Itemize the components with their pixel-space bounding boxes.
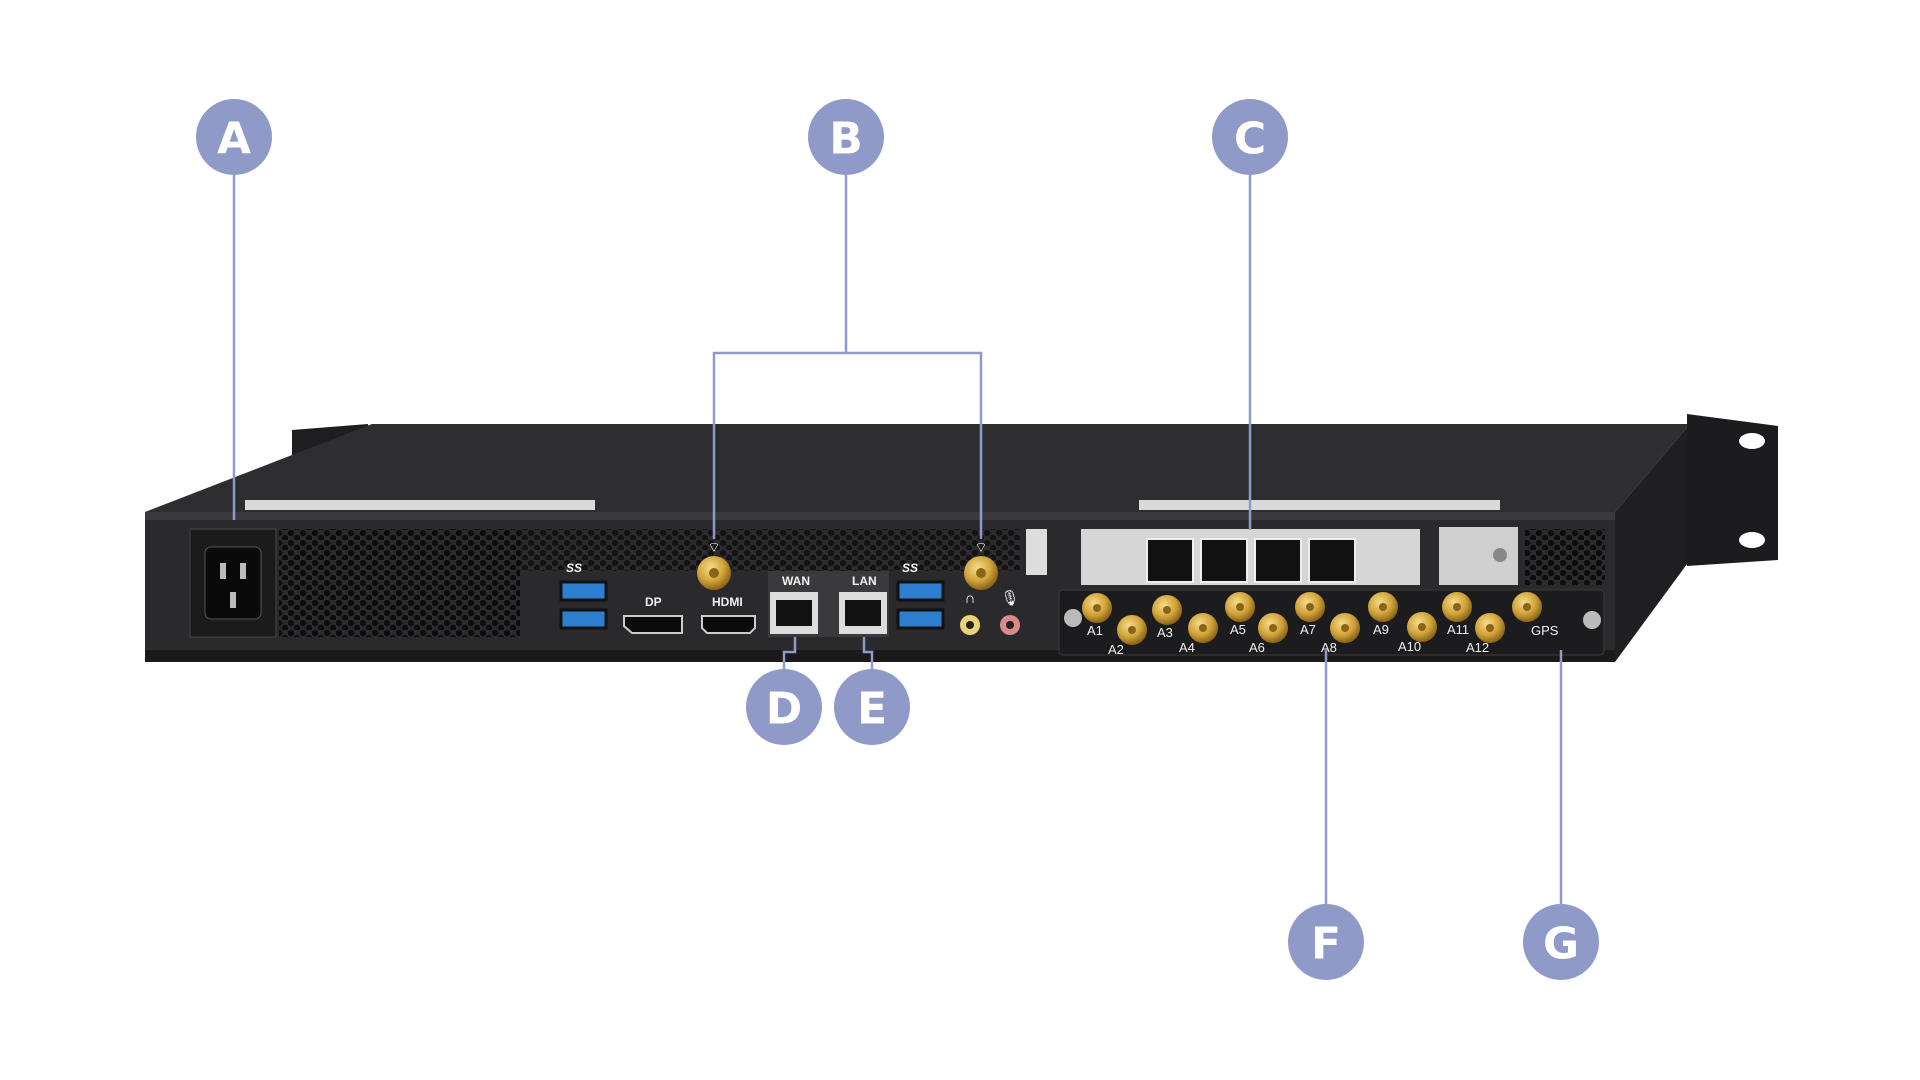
usb-port[interactable] [559,580,608,602]
antenna-connector[interactable]: A5 [1225,592,1255,637]
antenna-label: A9 [1373,622,1389,637]
lan-port-3[interactable] [1254,538,1302,583]
dp-label: DP [645,595,662,609]
usb-port[interactable] [559,608,608,630]
wifi-antenna-1[interactable]: ⌔ [697,539,731,590]
hdmi-port[interactable] [701,615,756,634]
right-rack-ear [1687,414,1778,566]
antenna-label: A7 [1300,622,1316,637]
headphone-icon: ∩ [965,590,976,607]
svg-text:E: E [857,684,887,735]
svg-text:A: A [217,114,251,165]
callout-d: D [746,669,822,745]
antenna-label: A2 [1108,642,1124,657]
antenna-label: A5 [1230,622,1246,637]
antenna-label: A4 [1179,640,1195,655]
antenna-label: A8 [1321,640,1337,655]
svg-text:B: B [829,114,863,165]
usb-port[interactable] [896,608,945,630]
svg-text:F: F [1311,919,1341,970]
antenna-connector[interactable]: A9 [1368,592,1398,637]
callout-a: A [196,99,272,175]
antenna-label: A6 [1249,640,1265,655]
wan-label: WAN [782,574,810,588]
usb-left-logo: SS [566,561,582,575]
antenna-connector[interactable]: A12 [1466,613,1505,655]
antenna-connector[interactable]: A6 [1249,613,1288,655]
antenna-label: A11 [1447,622,1469,637]
antenna-connector[interactable]: A11 [1442,592,1472,637]
svg-text:C: C [1234,114,1266,165]
antenna-label: A1 [1087,623,1103,638]
wifi-icon: ⌔ [974,539,987,555]
antenna-label: A3 [1157,625,1173,640]
lan-port-2[interactable] [1200,538,1248,583]
usb-right-logo: SS [902,561,918,575]
antenna-label: GPS [1531,623,1559,638]
svg-text:G: G [1543,919,1579,970]
callout-f: F [1288,904,1364,980]
antenna-connector[interactable]: A4 [1179,613,1218,655]
leader-lines [232,175,1563,904]
callout-c: C [1212,99,1288,175]
antenna-connector[interactable]: A2 [1108,615,1147,657]
lan-label: LAN [852,574,877,588]
top-sticker-left [245,500,595,510]
callout-b: B [808,99,884,175]
callout-e: E [834,669,910,745]
antenna-connector[interactable]: GPS [1512,592,1559,638]
vent-grille-center [520,529,1020,571]
antenna-connector[interactable]: A7 [1295,592,1325,637]
antenna-connector[interactable]: A10 [1398,612,1437,654]
chassis-top [145,424,1690,512]
chassis-right-side [1615,424,1690,662]
hdmi-label: HDMI [712,595,743,609]
microphone-icon: 🎙 [1000,590,1019,607]
usb-port[interactable] [896,580,945,602]
screw-icon [1583,611,1601,629]
lan-port-4[interactable] [1308,538,1356,583]
expansion-card [1026,527,1605,585]
callout-g: G [1523,904,1599,980]
antenna-label: A12 [1466,640,1489,655]
displayport-port[interactable] [623,615,683,634]
svg-text:D: D [766,684,803,735]
wifi-antenna-2[interactable]: ⌔ [964,539,998,590]
antenna-connector[interactable]: A3 [1152,595,1182,640]
screw-icon [1064,609,1082,627]
io-panel: SS DP HDMI ⌔ WAN LAN SS ⌔ ∩ 🎙 [559,539,1020,637]
wifi-icon: ⌔ [707,539,720,555]
top-sticker-right [1139,500,1500,510]
antenna-label: A10 [1398,639,1421,654]
power-inlet [189,528,277,638]
antenna-connector[interactable]: A1 [1082,593,1112,638]
lan-port-1[interactable] [1146,538,1194,583]
vent-grille-left [279,529,520,637]
